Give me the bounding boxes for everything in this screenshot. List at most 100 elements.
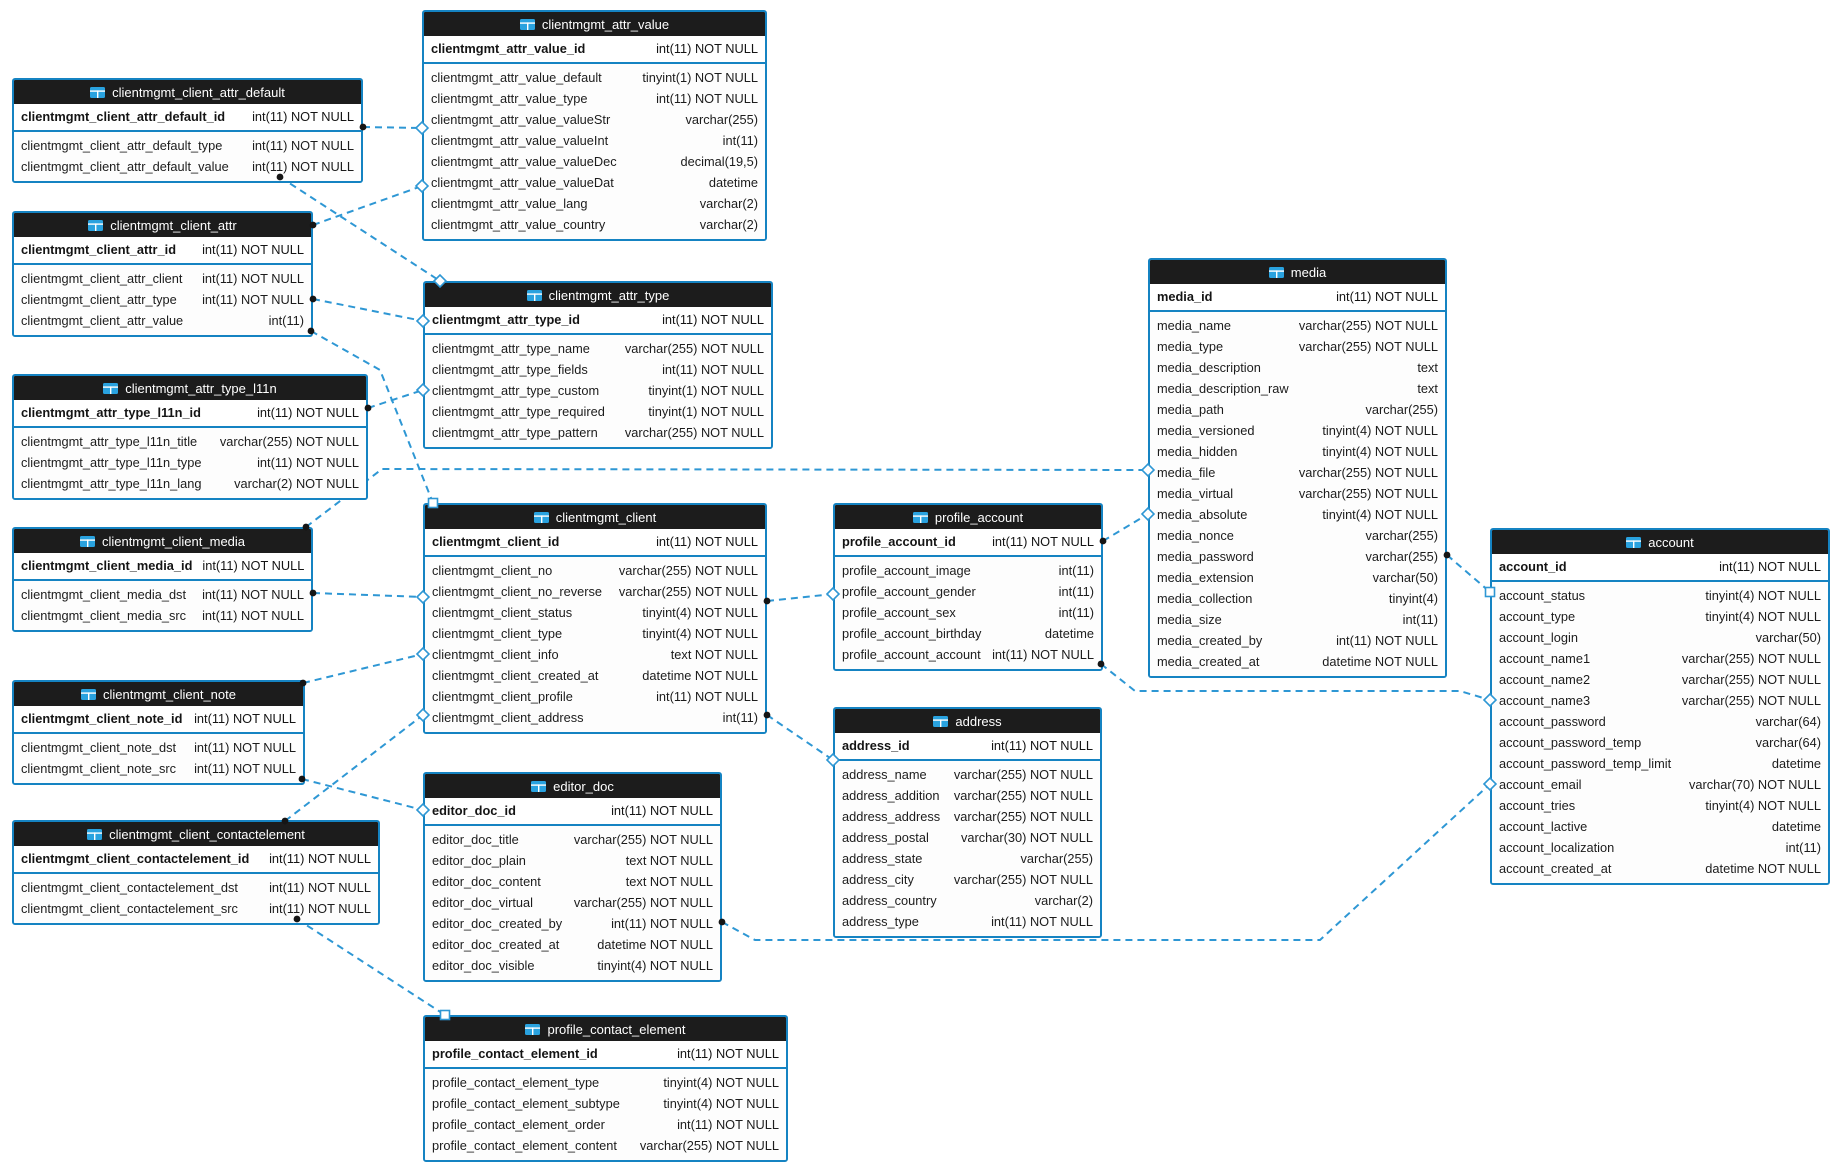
column-type: tinyint(4) NOT NULL (1322, 423, 1438, 438)
column-name: clientmgmt_client_attr_default_value (21, 159, 229, 174)
column-type: int(11) NOT NULL (202, 587, 304, 602)
column-name: clientmgmt_attr_type_custom (432, 383, 600, 398)
column-type: text (1417, 360, 1438, 375)
column-name: media_nonce (1157, 528, 1234, 543)
pk-column-name: clientmgmt_client_contactelement_id (21, 851, 250, 866)
column-type: varchar(255) NOT NULL (1681, 693, 1821, 708)
table-header[interactable]: address (835, 709, 1100, 733)
table-clientmgmt_client_note[interactable]: clientmgmt_client_note clientmgmt_client_… (12, 680, 305, 785)
column-name: clientmgmt_attr_type_l11n_title (21, 434, 198, 449)
column-name: media_path (1157, 402, 1224, 417)
column-type: varchar(255) NOT NULL (624, 425, 764, 440)
table-clientmgmt_attr_type[interactable]: clientmgmt_attr_type clientmgmt_attr_type… (423, 281, 773, 449)
pk-column-type: int(11) NOT NULL (252, 109, 354, 124)
table-header[interactable]: clientmgmt_client_media (14, 529, 311, 553)
table-header[interactable]: editor_doc (425, 774, 720, 798)
column-type: varchar(255) NOT NULL (624, 341, 764, 356)
column-type: varchar(2) (699, 217, 758, 232)
column-name: media_hidden (1157, 444, 1238, 459)
column-name: media_description_raw (1157, 381, 1289, 396)
column-name: profile_contact_element_subtype (432, 1096, 620, 1111)
table-header[interactable]: profile_contact_element (425, 1017, 786, 1041)
column-row: media_description_raw text (1150, 378, 1445, 399)
column-type: datetime (1771, 756, 1821, 771)
column-type: text NOT NULL (670, 647, 758, 662)
table-header[interactable]: clientmgmt_client (425, 505, 765, 529)
column-type: varchar(255) NOT NULL (573, 832, 713, 847)
column-type: text (1417, 381, 1438, 396)
primary-key-row: clientmgmt_client_attr_default_id int(11)… (14, 104, 361, 132)
pk-column-type: int(11) NOT NULL (662, 312, 764, 327)
pk-column-name: clientmgmt_client_attr_default_id (21, 109, 226, 124)
table-grid-icon (526, 289, 542, 301)
column-type: datetime NOT NULL (642, 668, 758, 683)
column-name: clientmgmt_attr_value_type (431, 91, 588, 106)
pk-column-name: clientmgmt_attr_value_id (431, 41, 586, 56)
table-header[interactable]: clientmgmt_client_contactelement (14, 822, 378, 846)
column-name: clientmgmt_client_note_dst (21, 740, 177, 755)
table-header[interactable]: clientmgmt_attr_type (425, 283, 771, 307)
column-name: account_login (1499, 630, 1578, 645)
pk-column-name: account_id (1499, 559, 1567, 574)
table-header[interactable]: account (1492, 530, 1828, 554)
table-clientmgmt_client_contactelement[interactable]: clientmgmt_client_contactelement clientmg… (12, 820, 380, 925)
table-title: clientmgmt_client_note (103, 686, 236, 702)
column-type: int(11) NOT NULL (991, 914, 1093, 929)
column-type: varchar(255) (1365, 528, 1438, 543)
column-type: decimal(19,5) (680, 154, 758, 169)
column-type: varchar(2) (699, 196, 758, 211)
column-name: editor_doc_content (432, 874, 541, 889)
column-name: account_type (1499, 609, 1576, 624)
table-header[interactable]: clientmgmt_attr_value (424, 12, 765, 36)
table-header[interactable]: profile_account (835, 505, 1101, 529)
column-name: editor_doc_created_by (432, 916, 563, 931)
table-clientmgmt_client_attr[interactable]: clientmgmt_client_attr clientmgmt_client_… (12, 211, 313, 337)
column-name: address_city (842, 872, 914, 887)
column-type: tinyint(4) (1388, 591, 1438, 606)
table-clientmgmt_attr_type_l11n[interactable]: clientmgmt_attr_type_l11n clientmgmt_attr… (12, 374, 368, 500)
pk-column-name: clientmgmt_client_attr_id (21, 242, 177, 257)
column-type: tinyint(4) NOT NULL (1705, 798, 1821, 813)
table-header[interactable]: clientmgmt_client_note (14, 682, 303, 706)
table-title: profile_account (934, 509, 1024, 525)
column-type: int(11) (1058, 605, 1094, 620)
column-name: profile_contact_element_type (432, 1075, 600, 1090)
column-name: clientmgmt_attr_type_l11n_type (21, 455, 202, 470)
table-header[interactable]: clientmgmt_client_attr (14, 213, 311, 237)
table-header[interactable]: clientmgmt_attr_type_l11n (14, 376, 366, 400)
table-header[interactable]: media (1150, 260, 1445, 284)
column-type: int(11) (1058, 563, 1094, 578)
table-header[interactable]: clientmgmt_client_attr_default (14, 80, 361, 104)
